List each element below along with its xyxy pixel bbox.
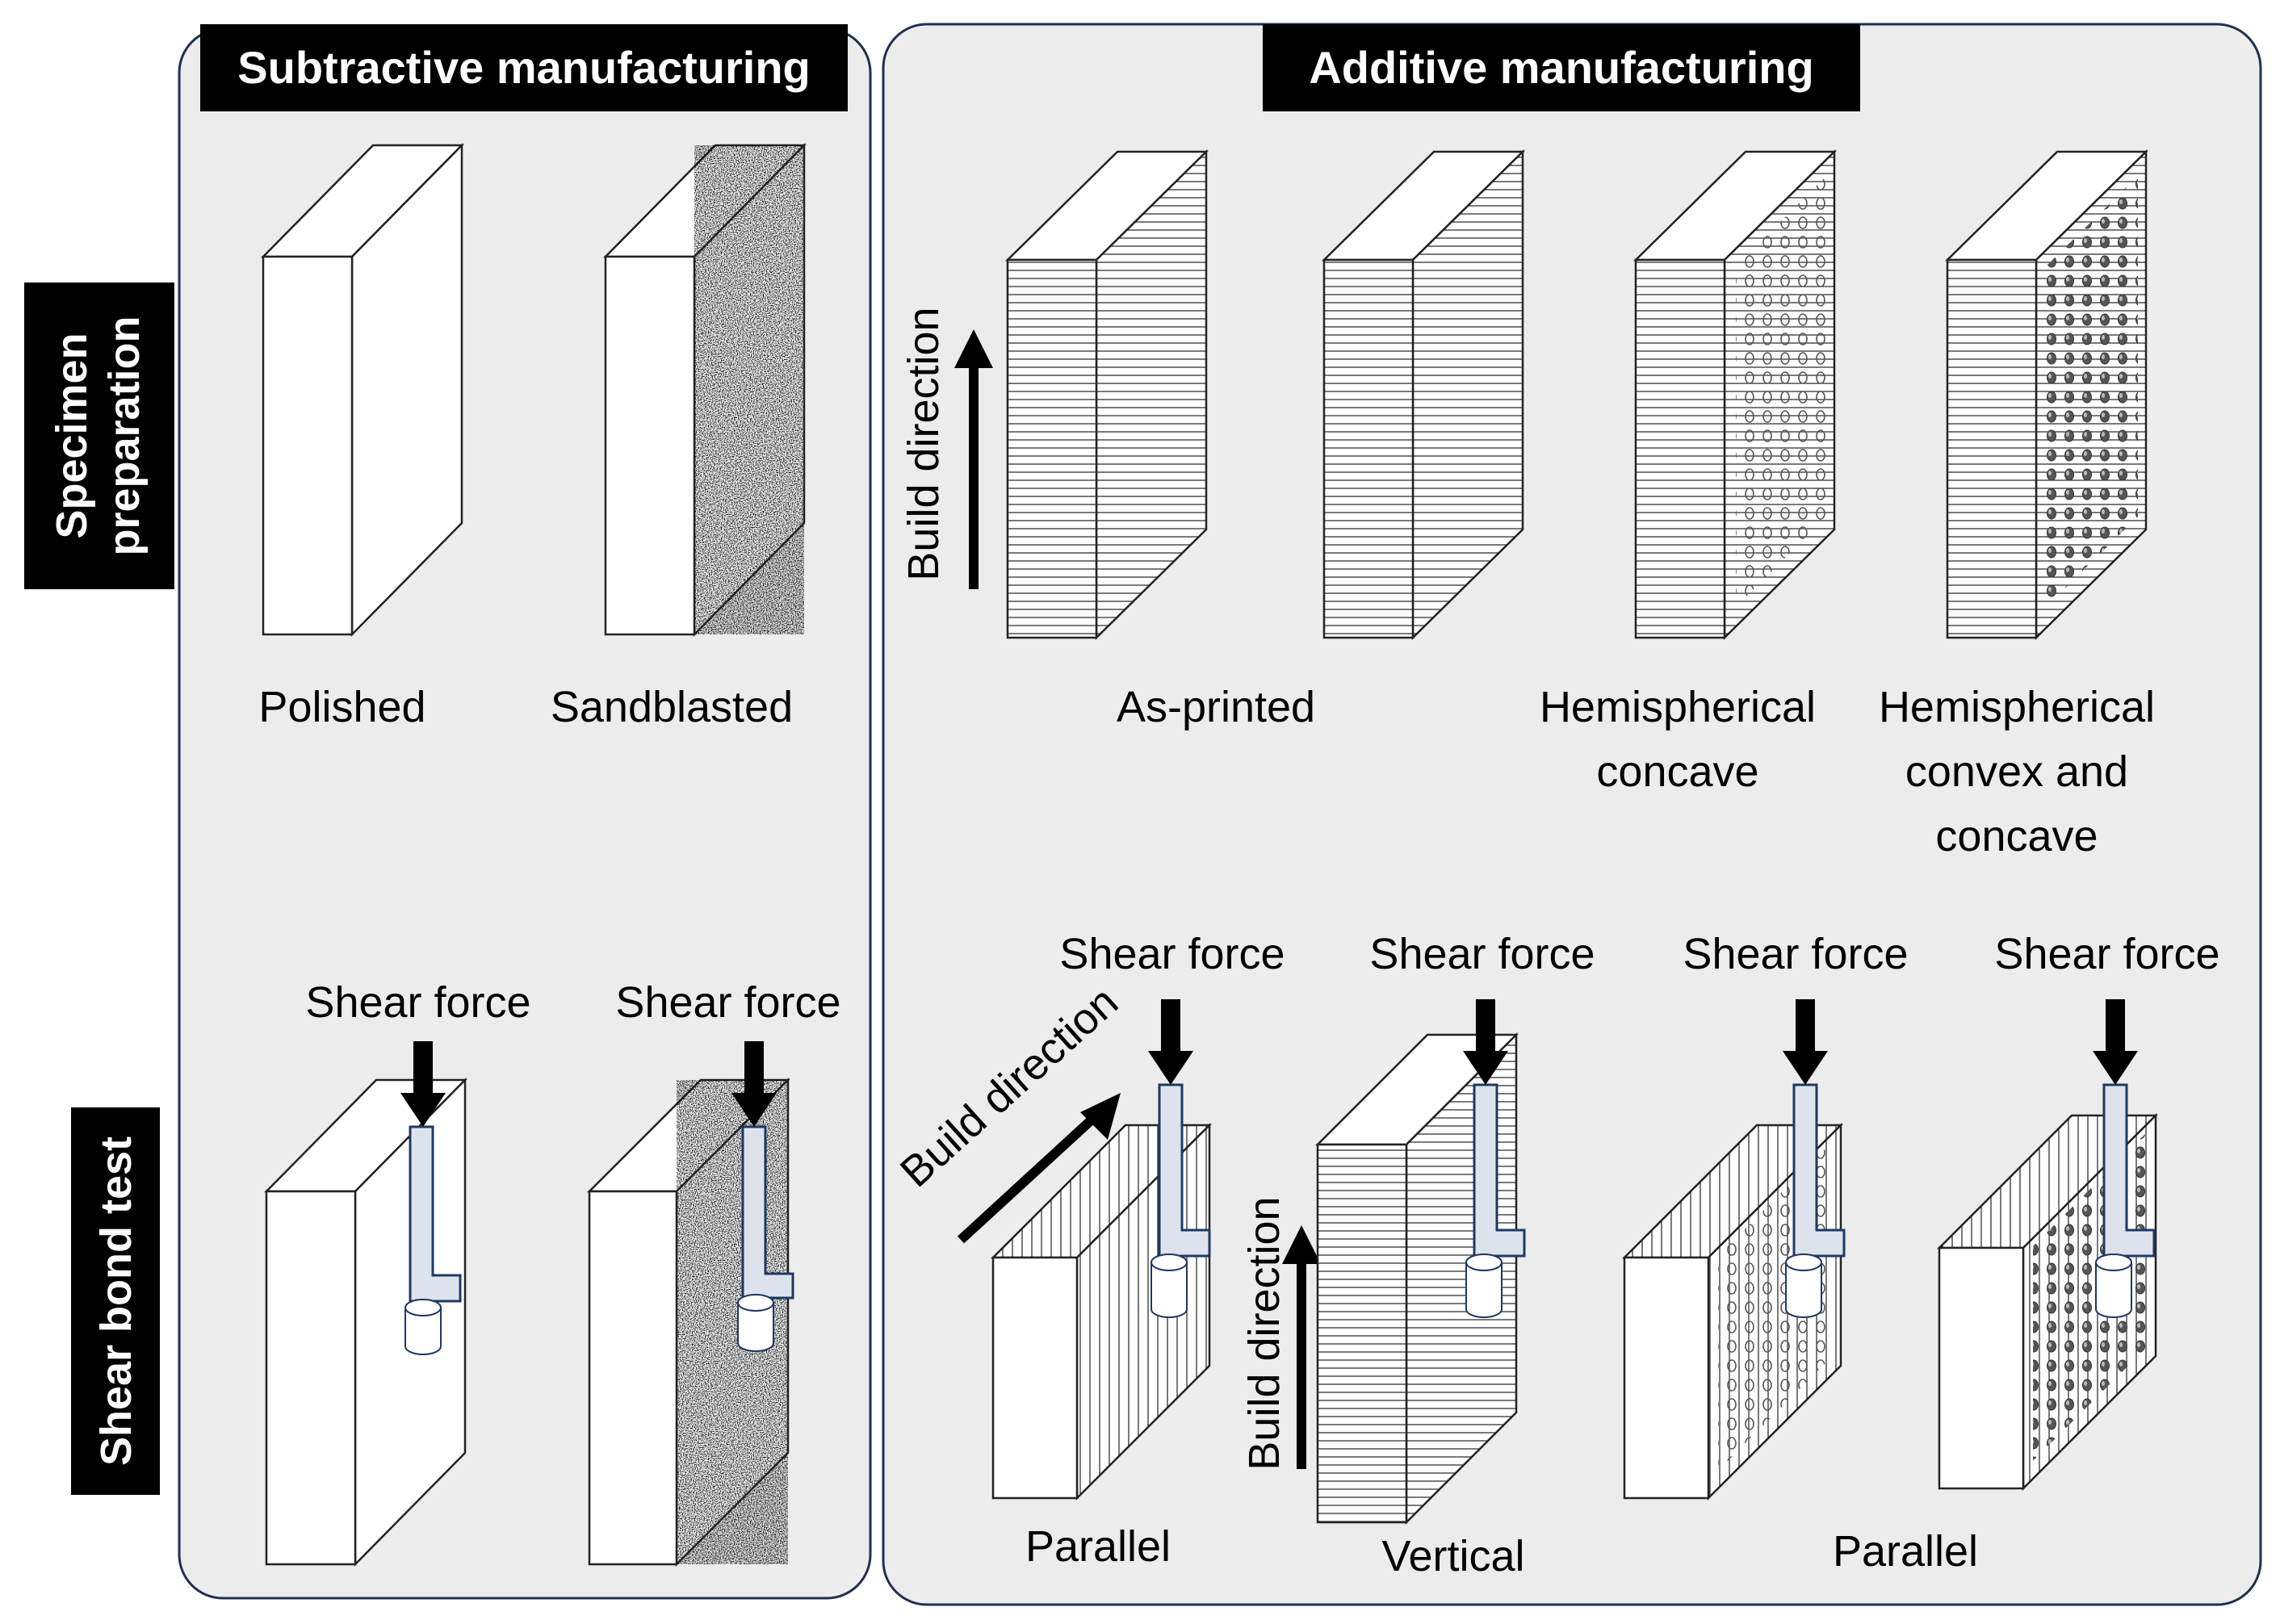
orientation-parallel-2: Parallel (1833, 1527, 1978, 1576)
build-direction-arrow-diagonal (957, 1093, 1121, 1244)
as-printed-block-1 (1004, 149, 1209, 640)
orientation-parallel-1: Parallel (1025, 1522, 1171, 1571)
label-as-printed: As-printed (1117, 683, 1315, 731)
shear-jig-3 (1150, 1083, 1211, 1318)
label-hemi-cc-line2: convex and (1905, 747, 2128, 796)
build-direction-arrow-top (954, 329, 993, 589)
hemispherical-concave-block (1632, 149, 1838, 640)
orientation-vertical: Vertical (1381, 1532, 1524, 1580)
shear-force-arrow-6 (2093, 999, 2138, 1085)
label-hemi-concave-line2: concave (1596, 747, 1758, 796)
additive-header: Additive manufacturing (1263, 24, 1860, 111)
shear-force-label-4: Shear force (1369, 930, 1595, 978)
row-label-specimen-preparation: Specimen preparation (24, 283, 174, 589)
build-direction-label-vertical: Build direction (1240, 1196, 1289, 1470)
row-label-shear-bond-test: Shear bond test (71, 1107, 160, 1495)
additive-header-text: Additive manufacturing (1309, 42, 1813, 93)
shear-jig-5 (1785, 1083, 1846, 1318)
shear-jig-4 (1465, 1083, 1526, 1318)
sandblasted-block (603, 142, 807, 638)
shear-force-arrow-1 (400, 1041, 446, 1127)
label-hemi-concave-line1: Hemispherical (1540, 683, 1816, 731)
shear-force-label-3: Shear force (1059, 930, 1285, 978)
shear-force-arrow-2 (731, 1041, 777, 1127)
build-direction-label-top: Build direction (899, 307, 948, 580)
label-polished: Polished (258, 683, 425, 731)
shear-jig-1 (404, 1125, 462, 1355)
label-hemi-cc-line1: Hemispherical (1879, 683, 2155, 731)
label-hemi-cc-line3: concave (1935, 812, 2098, 860)
shear-jig-6 (2095, 1083, 2156, 1318)
shear-force-label-1: Shear force (305, 978, 530, 1027)
shear-force-arrow-3 (1148, 999, 1193, 1085)
subtractive-header: Subtractive manufacturing (200, 24, 848, 111)
shear-jig-2 (737, 1125, 794, 1352)
label-sandblasted: Sandblasted (551, 683, 793, 731)
build-direction-arrow-vertical (1282, 1225, 1321, 1469)
polished-block (261, 142, 464, 638)
as-printed-block-2 (1321, 149, 1526, 640)
subtractive-header-text: Subtractive manufacturing (237, 42, 810, 93)
shear-force-arrow-4 (1463, 999, 1508, 1085)
hemispherical-convex-concave-block (1944, 149, 2149, 640)
row-label-shear-text: Shear bond test (92, 1136, 140, 1466)
row-label-prep-line1: Specimen (48, 333, 96, 538)
shear-force-label-5: Shear force (1683, 930, 1908, 978)
row-label-prep-line2: preparation (100, 316, 149, 555)
shear-force-arrow-5 (1783, 999, 1828, 1085)
shear-force-label-6: Shear force (1994, 930, 2219, 978)
shear-force-label-2: Shear force (615, 978, 840, 1027)
